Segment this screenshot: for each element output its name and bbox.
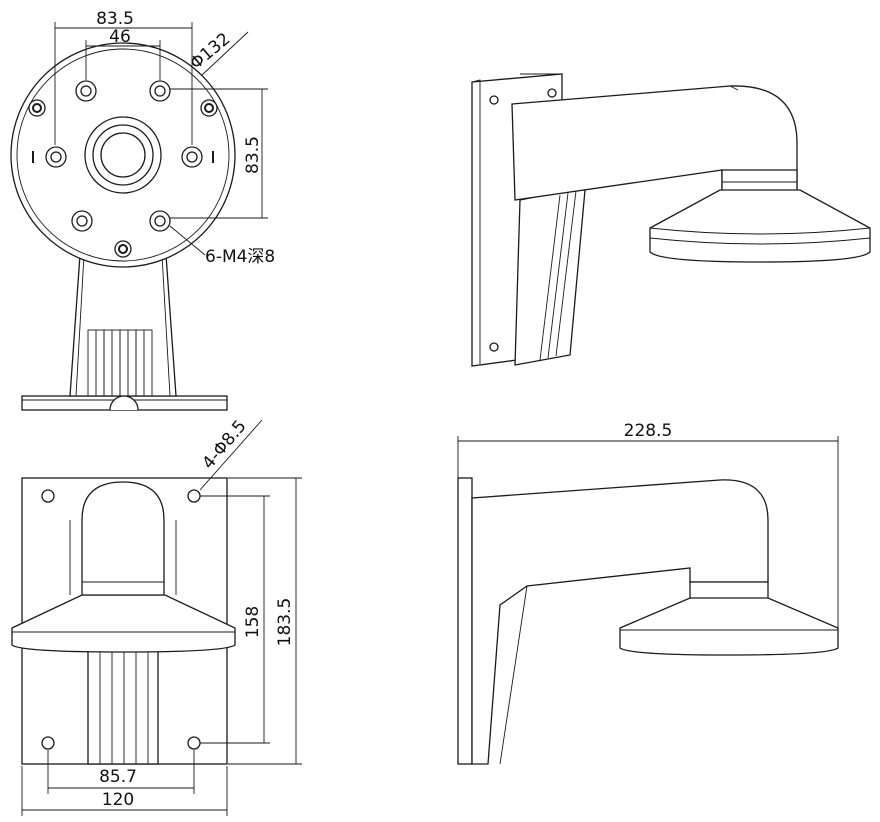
dim-label: 46 bbox=[109, 27, 131, 47]
dim-label: 83.5 bbox=[243, 136, 263, 174]
perspective-view bbox=[471, 73, 871, 367]
mount-plate bbox=[10, 42, 236, 268]
m4-holes bbox=[45, 80, 203, 232]
edge-screws bbox=[28, 99, 218, 258]
front-view: 4-Φ8.5 158 183.5 85.7 120 bbox=[11, 416, 302, 816]
side-plate bbox=[457, 477, 473, 765]
side-dome bbox=[619, 597, 839, 656]
side-arm bbox=[471, 479, 769, 765]
hole-note: 6-M4深8 bbox=[205, 247, 275, 267]
dim-label: 120 bbox=[102, 790, 134, 810]
dim-label: 158 bbox=[243, 606, 263, 638]
dome-cup bbox=[649, 189, 871, 263]
dim-label: 85.7 bbox=[99, 767, 137, 787]
support-column bbox=[69, 254, 177, 397]
dim-label: 4-Φ8.5 bbox=[199, 416, 251, 473]
center-hub bbox=[84, 116, 162, 194]
top-view: 83.5 46 Φ132 83.5 6-M4深8 bbox=[10, 9, 275, 411]
dim-label: 183.5 bbox=[275, 598, 295, 647]
dim-label: 83.5 bbox=[96, 9, 134, 29]
side-view: 228.5 bbox=[457, 421, 839, 765]
dim-label: 228.5 bbox=[624, 421, 673, 441]
